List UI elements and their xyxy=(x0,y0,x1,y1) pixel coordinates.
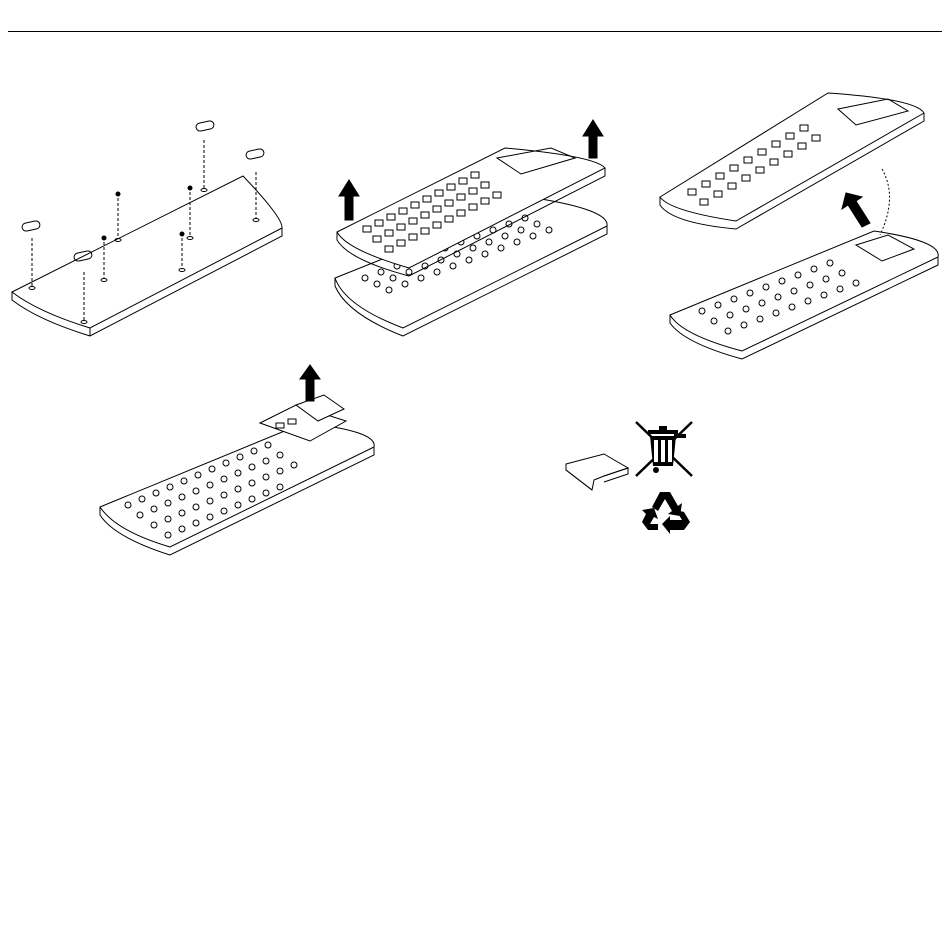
step1-illustration xyxy=(8,110,298,340)
step2-illustration xyxy=(325,118,615,343)
top-rule xyxy=(8,31,942,32)
weee-crossed-bin-icon xyxy=(634,418,694,480)
recycle-icon xyxy=(640,488,692,536)
step4-illustration xyxy=(96,365,381,560)
battery-pack-illustration xyxy=(564,450,634,498)
step3-illustration xyxy=(652,85,942,365)
